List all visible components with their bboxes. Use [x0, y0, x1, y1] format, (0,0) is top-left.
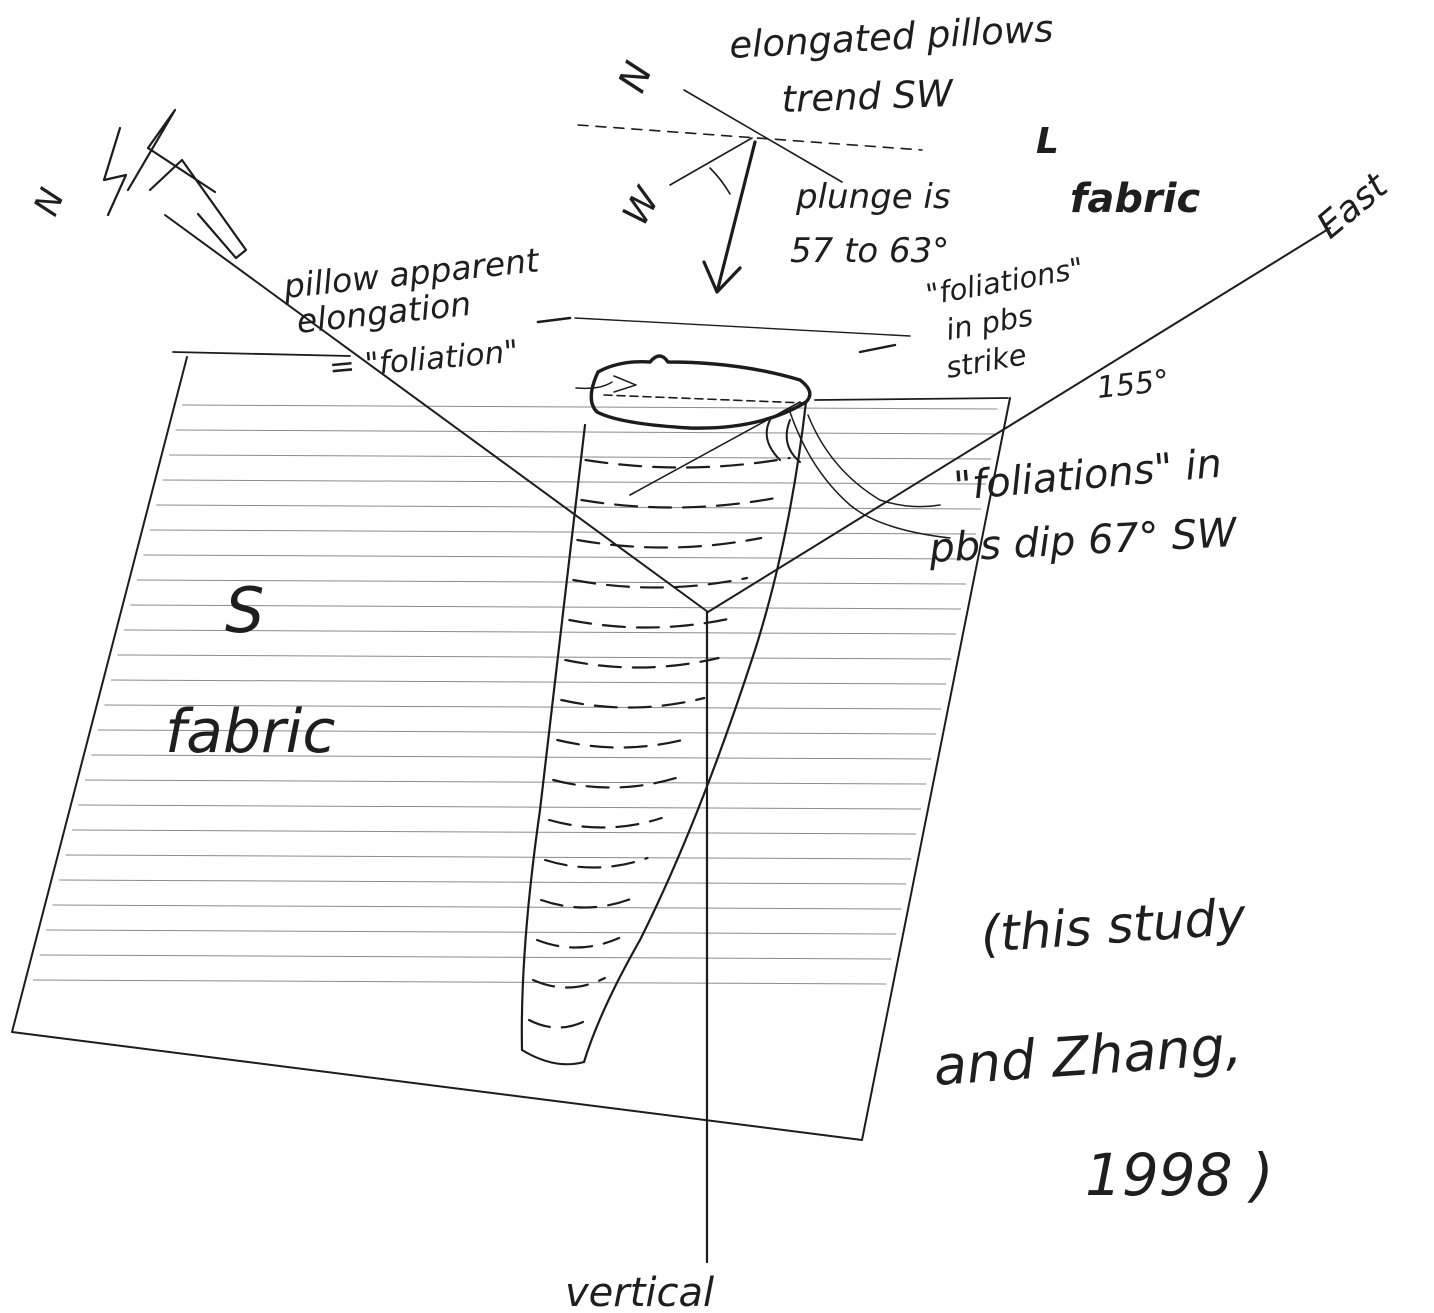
compass-w-label: W	[615, 180, 669, 233]
fabric-s-label: fabric	[165, 697, 335, 767]
fabric-l-label: fabric	[1070, 176, 1200, 222]
annotation-leaders	[538, 318, 950, 538]
foliation-line	[85, 780, 925, 784]
east-label: East	[1309, 164, 1396, 247]
foliation-line	[176, 430, 996, 434]
foliation-line	[33, 980, 885, 984]
plunge-range-label: 57 to 63°	[790, 231, 949, 271]
foliation-line	[157, 505, 981, 509]
pillow-ring	[541, 898, 633, 908]
foliation-line	[46, 930, 895, 934]
citation-line-3: 1998 )	[1085, 1141, 1274, 1209]
foliation-line	[53, 905, 901, 909]
trend-sw-label: trend SW	[781, 72, 955, 121]
compass-n-label: N	[610, 56, 661, 99]
pillow-ring	[549, 818, 662, 828]
citation-line-2: and Zhang,	[932, 1014, 1244, 1098]
pillow-ring	[561, 698, 704, 708]
foliation-line	[144, 555, 971, 559]
pillow-ring	[529, 1018, 591, 1028]
foliation-line	[59, 880, 905, 884]
foliations-dip-label-1: "foliations" in	[952, 441, 1224, 510]
plunge-arrow	[704, 142, 755, 292]
elongated-pillows-label: elongated pillows	[728, 7, 1054, 67]
s-letter: S	[225, 574, 264, 647]
strike-angle-label: 155°	[1095, 364, 1171, 406]
pillow-ring	[545, 858, 647, 868]
foliation-line	[118, 655, 951, 659]
foliation-line	[163, 480, 986, 484]
pillow-ring	[569, 618, 732, 628]
foliation-line	[72, 830, 915, 834]
foliation-line	[111, 680, 945, 684]
foliation-eq-label: = "foliation"	[328, 334, 520, 386]
plunge-is-label: plunge is	[795, 177, 951, 217]
pillow-ring	[565, 658, 718, 668]
foliation-line	[79, 805, 921, 809]
north-arrow-icon	[104, 110, 246, 258]
pillow-ring	[581, 498, 775, 508]
citation-line-1: (this study	[979, 888, 1249, 964]
foliation-line	[66, 855, 911, 859]
s-fabric-plane	[12, 352, 1010, 1140]
pillow-dash-rings	[529, 458, 790, 1028]
foliation-line	[150, 530, 976, 534]
foliation-line	[183, 405, 997, 409]
vertical-label: vertical	[565, 1270, 714, 1313]
foliations-dip-label-2: pbs dip 67° SW	[927, 510, 1239, 572]
l-letter: L	[1036, 121, 1059, 162]
s-fabric-foliation-lines	[33, 405, 997, 984]
pillow-ring	[557, 738, 690, 748]
foliation-line	[40, 955, 891, 959]
pillow-top-ellipse	[591, 356, 810, 428]
pillow-ring	[537, 938, 619, 948]
pillow-ring	[577, 538, 761, 548]
north-axis-label: N	[26, 183, 73, 222]
